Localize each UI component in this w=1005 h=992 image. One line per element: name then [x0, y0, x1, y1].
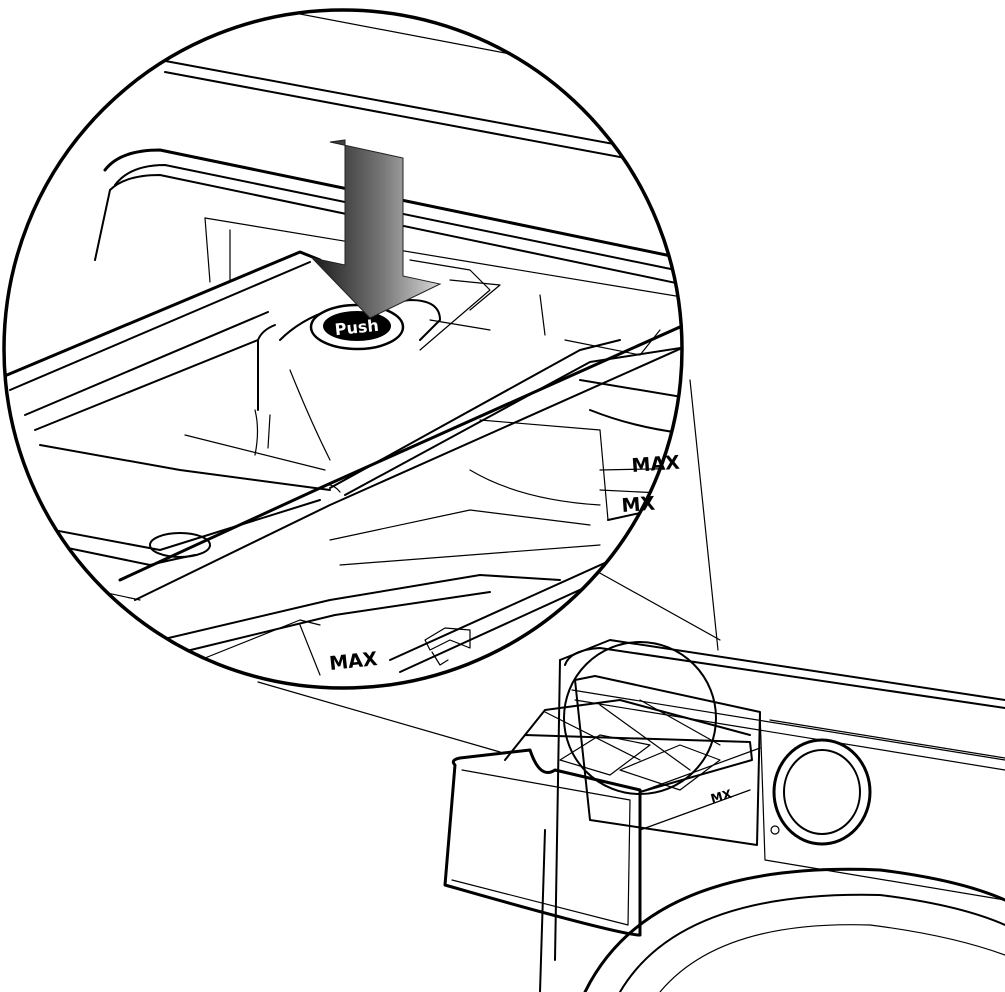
door-ring [585, 869, 1005, 992]
zoom-circle: Push MAX MX MAX [0, 0, 700, 688]
drawer-small: MX [445, 700, 760, 935]
push-button[interactable]: Push [311, 305, 403, 349]
magnify-ring [564, 642, 716, 794]
control-knob [771, 740, 870, 844]
max-label-right-top: MAX [631, 452, 681, 477]
svg-text:MX: MX [709, 787, 734, 806]
